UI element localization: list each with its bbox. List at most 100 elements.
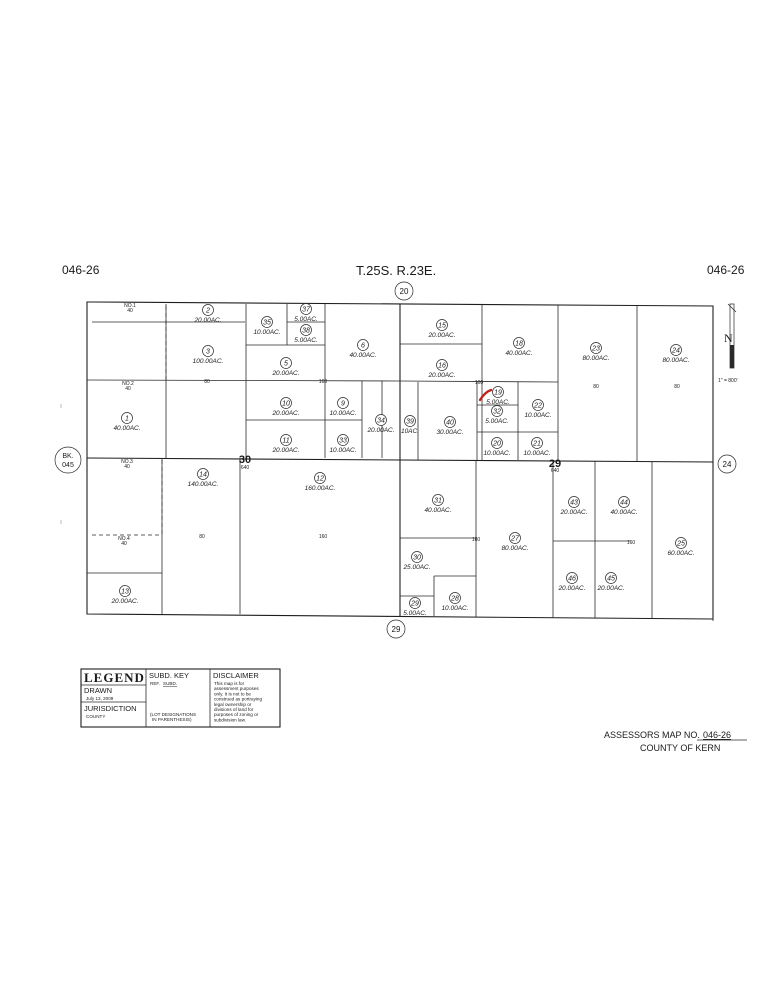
disclaimer-line: legal ownership or — [214, 702, 252, 707]
parcel-acreage: 140.00AC. — [188, 481, 219, 488]
parcel-number: 12 — [316, 475, 324, 482]
parcel-number-circle — [568, 496, 580, 508]
parcel-acreage: 10.00AC. — [329, 410, 356, 417]
parcel-number: 37 — [302, 306, 311, 313]
parcel-12[interactable]: 12 160.00AC. — [305, 472, 336, 493]
parcel-number-circle — [300, 324, 312, 336]
parcel-number: 6 — [361, 342, 365, 349]
parcel-number: 34 — [377, 417, 385, 424]
disclaimer-line: construed as portraying — [214, 697, 262, 702]
parcel-number: 43 — [570, 499, 578, 506]
parcel-21[interactable]: 21 10.00AC. — [523, 437, 551, 458]
parcel-number-circle — [491, 437, 503, 449]
parcel-2[interactable]: 220.00AC. — [193, 304, 222, 325]
parcel-29[interactable]: 295.00AC. — [403, 597, 427, 618]
parcel-number: 21 — [532, 440, 541, 447]
parcel-1[interactable]: 1 40.00AC. — [113, 412, 141, 433]
parcel-number-circle — [491, 405, 503, 417]
parcel-number-circle — [411, 551, 423, 563]
section-numbers: 30 640 29 640 — [239, 454, 561, 474]
lot-size: 40 — [125, 386, 131, 392]
parcel-number: 22 — [533, 402, 542, 409]
parcel-acreage: 10.00AC. — [523, 450, 550, 457]
parcel-acreage: 5.00AC. — [294, 337, 318, 344]
quarter-sizes: 80 160 80 80 80 160 160 160 160 — [199, 379, 680, 546]
disclaimer-line: only. It is not to be — [214, 691, 251, 696]
parcel-number: 28 — [450, 595, 459, 602]
ref-circle-left-book[interactable]: BK. 045 — [54, 446, 82, 474]
parcel-number: 19 — [494, 389, 502, 396]
parcel-number: 32 — [493, 408, 501, 415]
parcel-number-circle — [337, 434, 349, 446]
parcel-number-circle — [605, 572, 617, 584]
book-ref-line2: 045 — [62, 462, 74, 469]
parcel-number: 44 — [620, 499, 628, 506]
parcel-6[interactable]: 640.00AC. — [349, 339, 377, 360]
parcel-number-circle — [300, 303, 312, 315]
parcel-acreage: 20.00AC. — [271, 370, 299, 377]
parcel-number-circle — [566, 572, 578, 584]
parcel-38[interactable]: 38 5.00AC. — [294, 324, 318, 345]
parcel-number: 45 — [607, 575, 615, 582]
parcel-acreage: 160.00AC. — [305, 485, 336, 492]
ref-circle-bottom[interactable]: 29 — [386, 619, 406, 639]
parcel-number: 38 — [302, 327, 310, 334]
government-lots: NO.1 40 NO.2 40 NO.3 40 NO.4 40 — [118, 303, 136, 547]
ref-circle-right[interactable]: 24 — [717, 454, 737, 474]
parcel-number: 27 — [510, 535, 520, 542]
quarter-size: 160 — [319, 379, 328, 385]
north-arrow-icon — [727, 303, 737, 369]
ref-circle-right-label: 24 — [723, 460, 732, 469]
parcel-number: 16 — [438, 362, 446, 369]
quarter-size: 80 — [199, 534, 205, 540]
parcel-number-circle — [375, 414, 387, 426]
parcel-19[interactable]: 195.00AC. — [486, 386, 510, 407]
legend-lot-note-2: IN PARENTHESIS) — [152, 717, 192, 722]
parcel-number: 33 — [339, 437, 347, 444]
legend-lot-note-1: (LOT DESIGNATIONS — [150, 712, 196, 717]
section-lines — [86, 304, 714, 617]
parcel-acreage: 80.00AC. — [662, 357, 689, 364]
parcel-9[interactable]: 910.00AC. — [329, 397, 357, 418]
parcel-number: 1 — [125, 415, 129, 422]
parcel-number: 11 — [282, 437, 289, 444]
parcel-number: 39 — [406, 418, 414, 425]
ref-circle-top[interactable]: 20 — [394, 281, 414, 301]
parcel-32[interactable]: 325.00AC. — [485, 405, 509, 426]
parcel-acreage: 40.00AC. — [113, 425, 140, 432]
parcel-acreage: 20.00AC. — [193, 317, 221, 324]
parcel-33[interactable]: 33 10.00AC. — [329, 434, 357, 455]
parcel-acreage: 10.00AC. — [329, 447, 356, 454]
parcel-number: 46 — [568, 575, 576, 582]
assessor-map-label: ASSESSORS MAP NO. — [604, 730, 700, 740]
quarter-size: 160 — [627, 540, 636, 546]
parcel-5[interactable]: 520.00AC. — [271, 357, 300, 378]
parcel-37[interactable]: 375.00AC. — [294, 303, 318, 324]
parcel-number: 15 — [438, 322, 446, 329]
